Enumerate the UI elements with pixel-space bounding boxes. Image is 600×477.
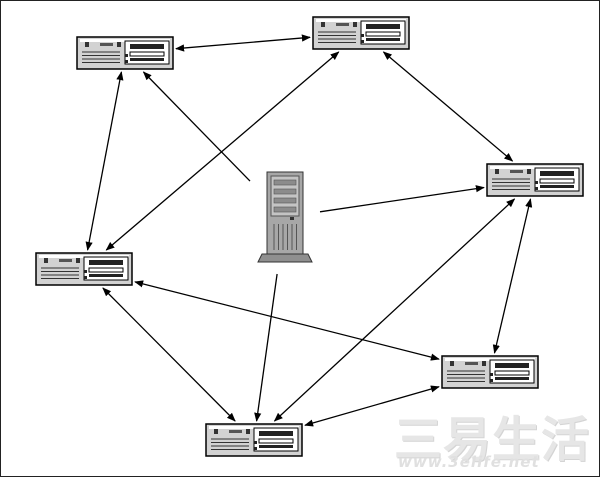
desktop-computer-icon [35, 252, 133, 286]
computer-nodes [35, 16, 584, 457]
connection-line [142, 71, 251, 182]
connection-line [102, 287, 236, 422]
server-tower-icon [257, 171, 313, 263]
connection-line [304, 385, 440, 427]
desktop-computer-icon [205, 423, 303, 457]
desktop-computer-icon [76, 36, 174, 70]
connection-lines [85, 34, 533, 427]
watermark-url: www.3elife.net [398, 453, 540, 471]
desktop-computer-icon [312, 16, 410, 50]
connection-line [382, 51, 514, 162]
connection-line [134, 280, 440, 361]
connection-line [254, 273, 278, 422]
connection-line [105, 51, 340, 251]
desktop-computer-icon [441, 355, 539, 389]
connection-line [492, 198, 533, 354]
connection-line [175, 34, 311, 52]
watermark-text: 三易生活 [394, 412, 591, 468]
connection-line [319, 185, 485, 213]
connection-line [273, 198, 516, 422]
desktop-computer-icon [486, 163, 584, 197]
connection-line [85, 71, 124, 251]
